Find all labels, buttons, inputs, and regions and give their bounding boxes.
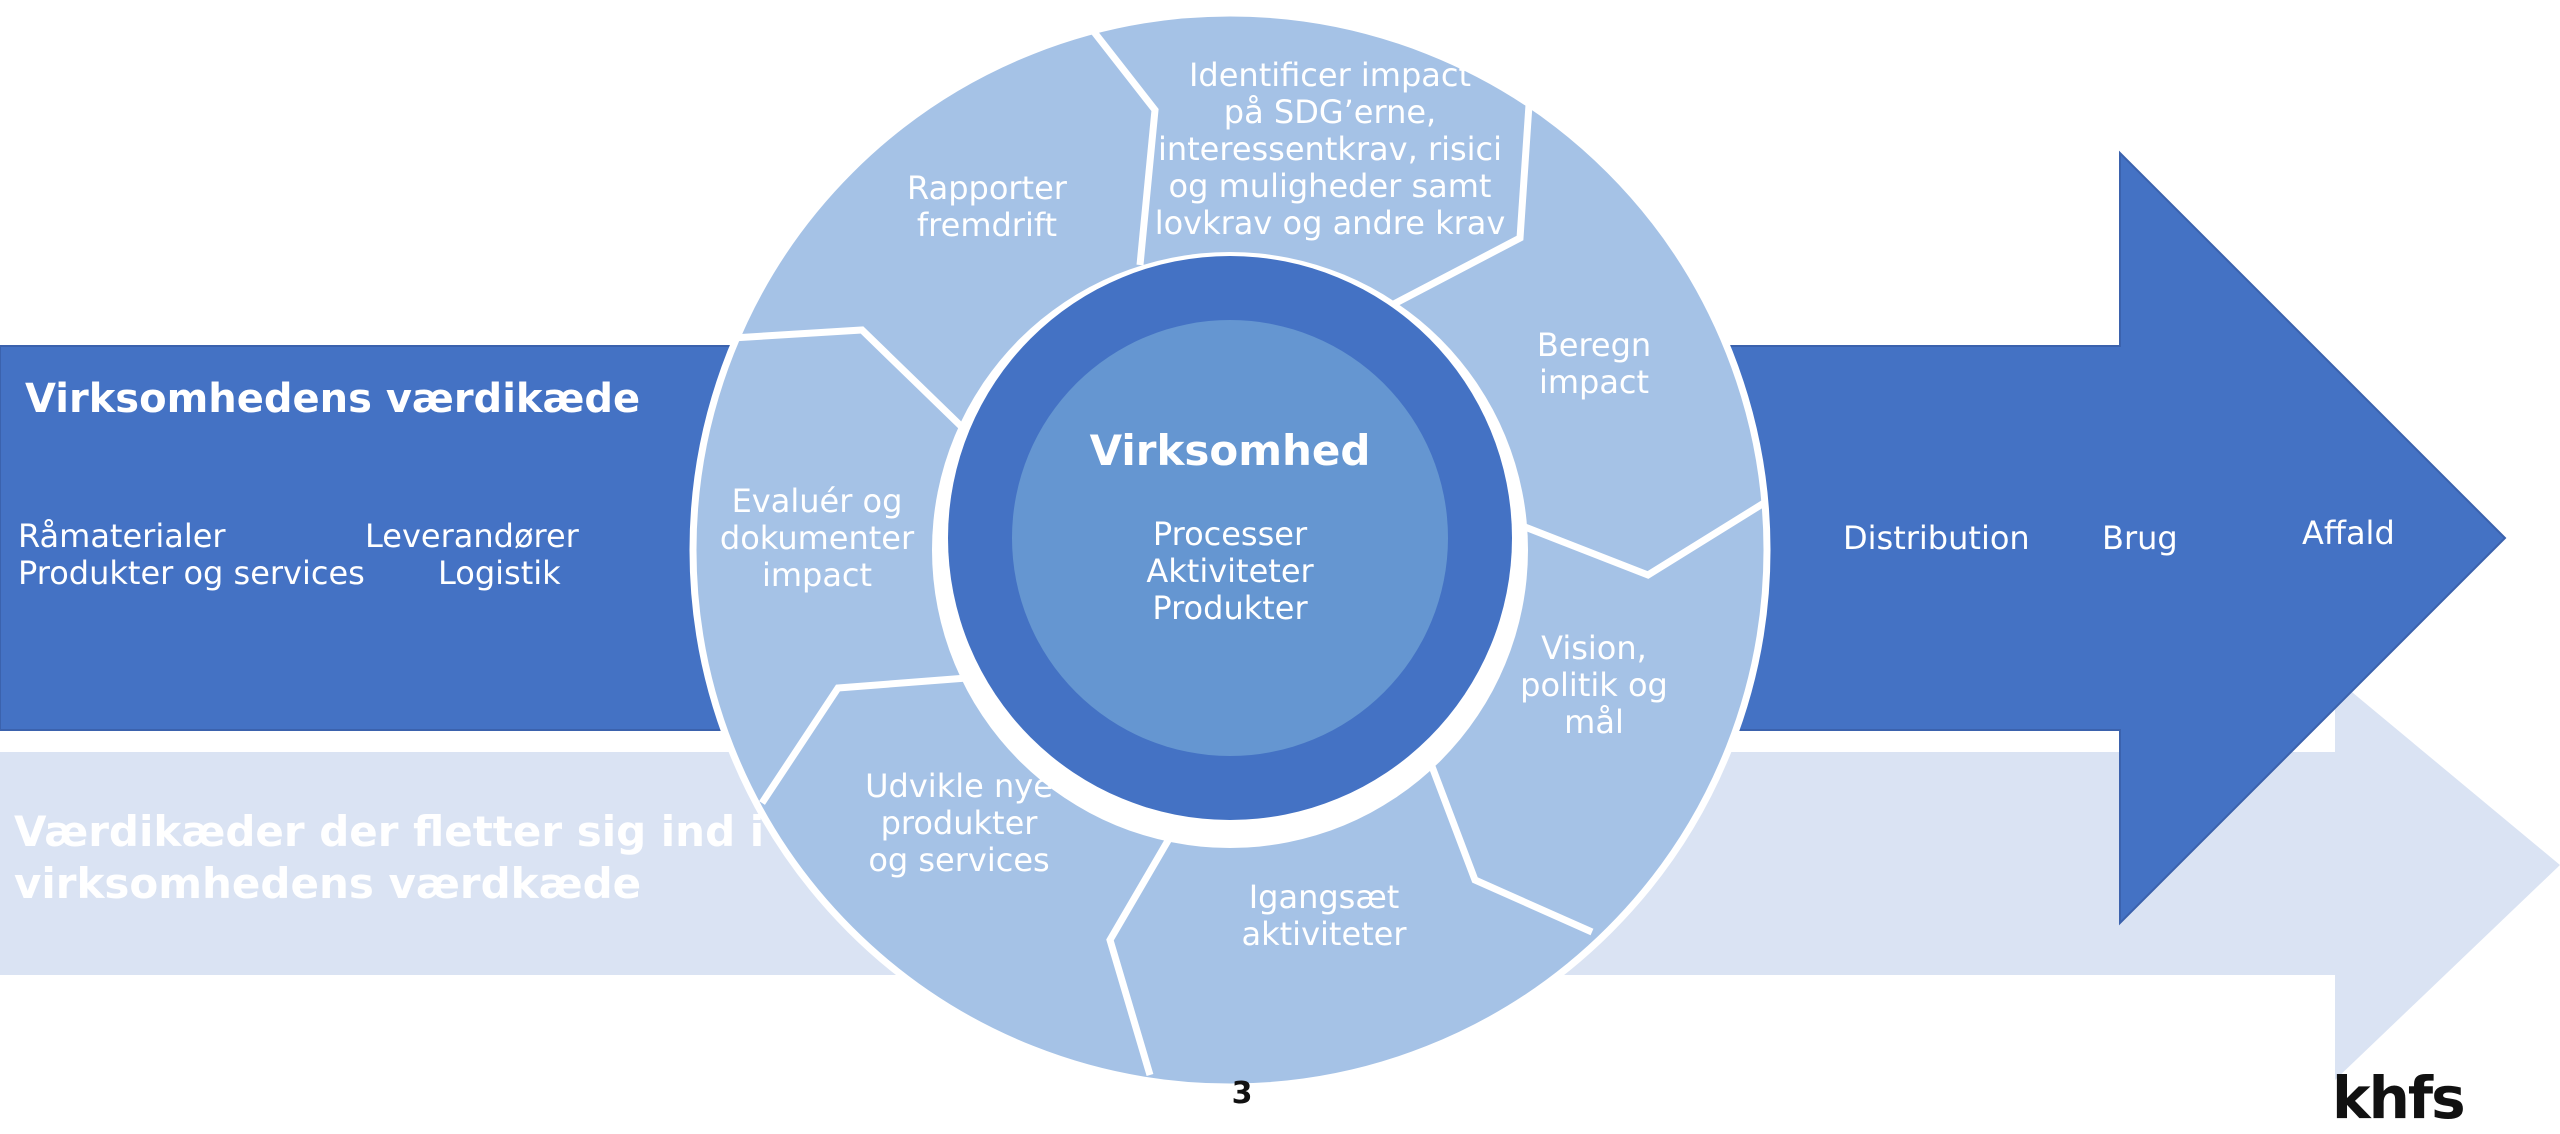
separator-6 <box>759 673 981 805</box>
segment-separators <box>699 11 1766 1076</box>
khfs-logo: khfs <box>2332 1064 2466 1132</box>
separator-3 <box>1510 500 1766 579</box>
segment-label-line: impact <box>1539 363 1649 401</box>
segment-label-line: mål <box>1564 703 1624 741</box>
separator-1 <box>1077 11 1159 266</box>
upstream-item: Produkter og services <box>18 554 365 592</box>
segment-label-line: Igangsæt <box>1249 878 1400 916</box>
segment-label-line: på SDG’erne, <box>1224 93 1436 131</box>
segment-label-vision: Vision, politik og mål <box>1520 629 1668 741</box>
segment-label-calculate: Beregn impact <box>1537 326 1651 401</box>
segment-label-line: Rapporter <box>907 169 1068 207</box>
center-item: Produkter <box>1152 589 1308 627</box>
segment-label-line: Identificer impact <box>1189 56 1471 94</box>
segment-label-activities: Igangsæt aktiviteter <box>1241 878 1407 953</box>
segment-label-report: Rapporter fremdrift <box>907 169 1068 244</box>
segment-label-line: interessentkrav, risici <box>1158 130 1502 168</box>
upstream-item: Råmaterialer <box>18 517 226 555</box>
page-number: 3 <box>1232 1076 1253 1111</box>
segment-label-develop: Udvikle nye produkter og services <box>865 767 1053 879</box>
secondary-chain-title: virksomhedens værdkæde <box>14 859 641 908</box>
segment-label-line: politik og <box>1520 666 1668 704</box>
segment-label-line: og muligheder samt <box>1169 167 1492 205</box>
secondary-chain-title: Værdikæder der fletter sig ind i <box>14 807 764 856</box>
segment-label-identify: Identificer impact på SDG’erne, interess… <box>1155 56 1506 242</box>
value-chain-title: Virksomhedens værdikæde <box>25 376 640 422</box>
segment-label-evaluate: Evaluér og dokumenter impact <box>720 482 915 594</box>
segment-label-line: produkter <box>881 804 1039 842</box>
segment-label-line: lovkrav og andre krav <box>1155 204 1506 242</box>
segment-label-line: fremdrift <box>917 206 1057 244</box>
logo-wordmark: khfs <box>2332 1064 2464 1130</box>
upstream-item: Leverandører <box>365 517 580 555</box>
center-disc <box>1012 320 1448 756</box>
center-title: Virksomhed <box>1090 426 1371 475</box>
segment-label-line: impact <box>762 556 872 594</box>
segment-label-line: Vision, <box>1541 629 1647 667</box>
separator-4 <box>1421 746 1594 936</box>
segment-label-line: dokumenter <box>720 519 915 557</box>
segment-label-line: og services <box>868 841 1049 879</box>
segment-label-line: Udvikle nye <box>865 767 1053 805</box>
center-item: Aktiviteter <box>1146 552 1314 590</box>
separator-7 <box>699 326 968 433</box>
separator-5 <box>1106 818 1184 1076</box>
segment-label-line: aktiviteter <box>1241 915 1407 953</box>
separator-2 <box>1390 89 1534 309</box>
upstream-item: Logistik <box>438 554 561 592</box>
downstream-item: Affald <box>2302 514 2395 552</box>
segment-label-line: Beregn <box>1537 326 1651 364</box>
segment-label-line: Evaluér og <box>732 482 903 520</box>
center-item: Processer <box>1153 515 1308 553</box>
downstream-item: Distribution <box>1843 519 2030 557</box>
downstream-item: Brug <box>2102 519 2178 557</box>
